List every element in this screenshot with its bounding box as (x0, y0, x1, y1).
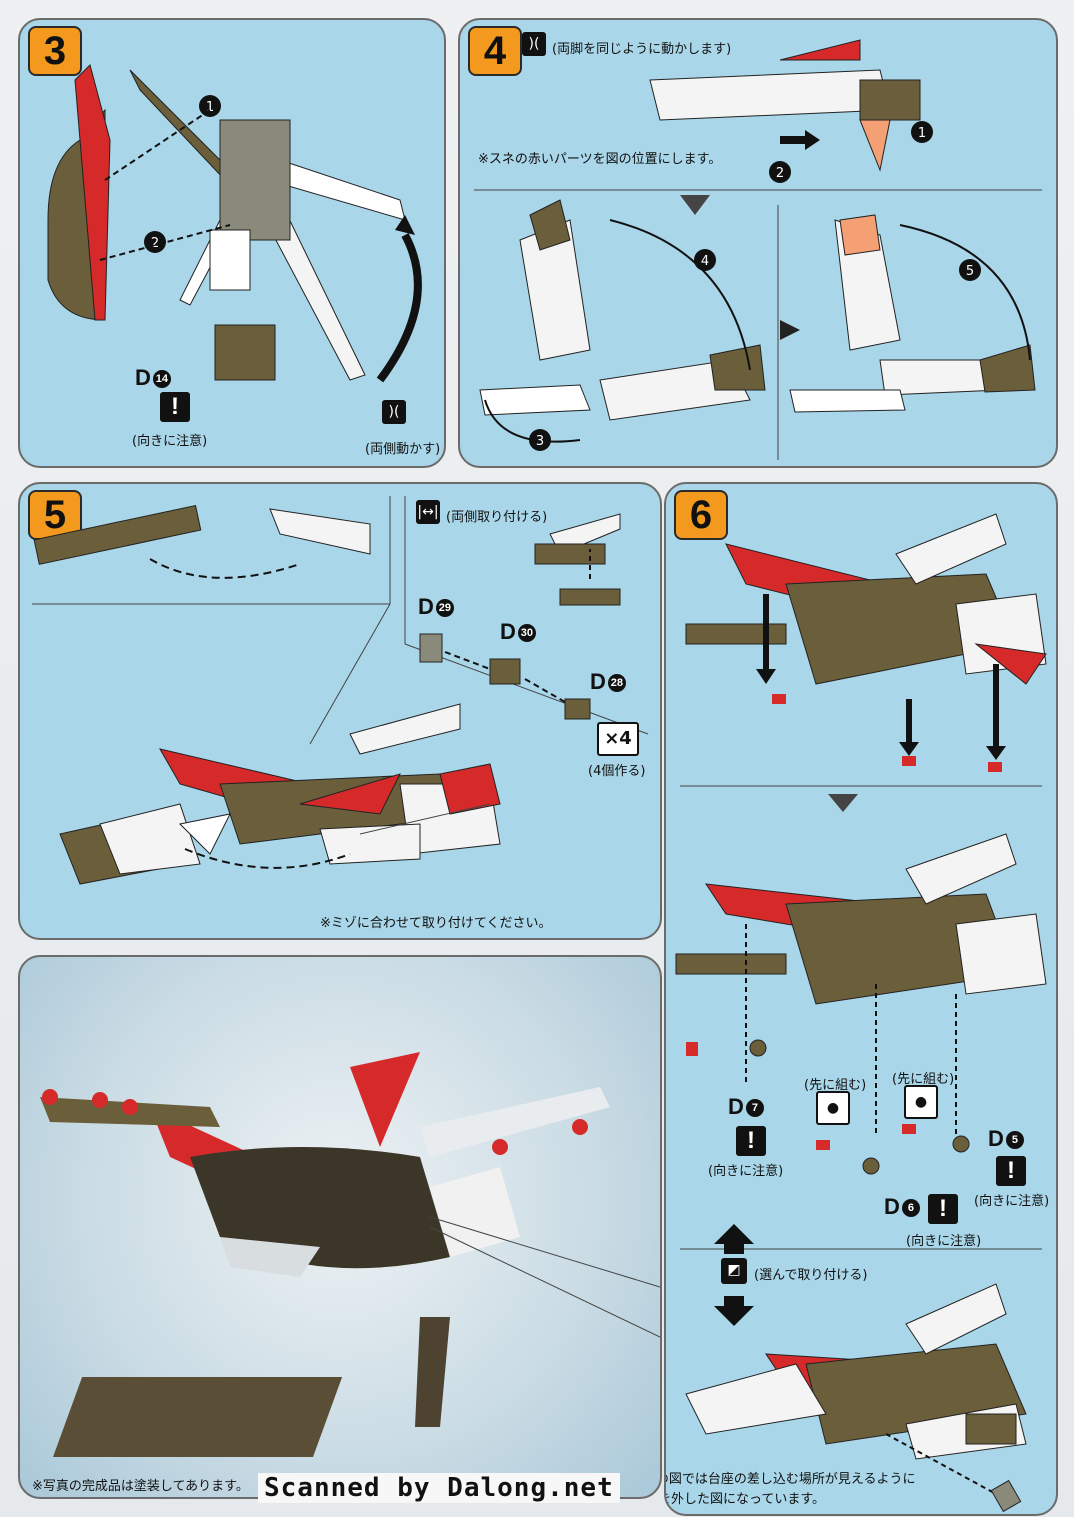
svg-text:3: 3 (536, 434, 544, 449)
step-4-illustration: 2 1 4 3 5 (474, 39, 1042, 460)
step-number: 5 (28, 490, 82, 540)
step-number: 4 (468, 26, 522, 76)
stand-note-line-2: 脚部を外した図になっています。 (666, 1492, 826, 1507)
warning-icon: ! (996, 1156, 1026, 1186)
warning-icon: ! (928, 1194, 958, 1224)
choose-attach-note: (選んで取り付ける) (754, 1268, 868, 1283)
orientation-note: (向きに注意) (708, 1164, 784, 1179)
assemble-first-note: (先に組む) (804, 1078, 867, 1093)
step-3-illustration: 1 2 (47, 64, 422, 383)
choose-attach-icon: ◩ (721, 1258, 747, 1284)
step-5-illustration (32, 496, 649, 885)
orientation-note: (向きに注意) (132, 434, 208, 449)
orientation-note: (向きに注意) (974, 1194, 1050, 1209)
painted-photo-note: ※写真の完成品は塗装してあります。 (32, 1479, 249, 1494)
orientation-note: (向きに注意) (906, 1234, 982, 1249)
svg-text:1: 1 (918, 126, 926, 141)
svg-text:4: 4 (701, 254, 709, 269)
step-number: 3 (28, 26, 82, 76)
step-4-panel: 4 )( (両脚を同じように動かします) 2 1 4 3 (458, 18, 1058, 468)
groove-note: ※ミゾに合わせて取り付けてください。 (320, 916, 552, 931)
assemble-first-note: (先に組む) (892, 1072, 955, 1087)
both-sides-move-icon: )( (382, 400, 406, 424)
red-part-note: ※スネの赤いパーツを図の位置にします。 (478, 152, 722, 167)
quantity-icon: ×4 (597, 722, 639, 756)
step-number: 6 (674, 490, 728, 540)
move-both-note: (両側動かす) (365, 442, 441, 457)
both-legs-icon: )( (522, 32, 546, 56)
step-5-panel: 5 (18, 482, 662, 940)
arrow-number: 1 (206, 100, 214, 115)
stand-note-line-1: ※この図では台座の差し込む場所が見えるように (666, 1472, 916, 1487)
assemble-first-icon: ● (816, 1091, 850, 1125)
svg-text:5: 5 (966, 264, 974, 279)
step-6-illustration (675, 513, 1047, 1513)
arrow-number: 2 (151, 236, 159, 251)
assemble-first-icon: ● (904, 1085, 938, 1119)
scan-credit: Scanned by Dalong.net (258, 1473, 620, 1503)
header-note: (両脚を同じように動かします) (552, 42, 732, 57)
svg-text:2: 2 (776, 166, 784, 181)
warning-icon: ! (736, 1126, 766, 1156)
attach-both-sides-icon: |↔| (416, 500, 440, 524)
model-photo-image (40, 1052, 660, 1457)
warning-icon: ! (160, 392, 190, 422)
attach-both-note: (両側取り付ける) (446, 510, 548, 525)
completed-model-photo: ※写真の完成品は塗装してあります。 (18, 955, 662, 1499)
make-four-note: (4個作る) (588, 764, 646, 779)
step-6-panel: 6 (664, 482, 1058, 1516)
